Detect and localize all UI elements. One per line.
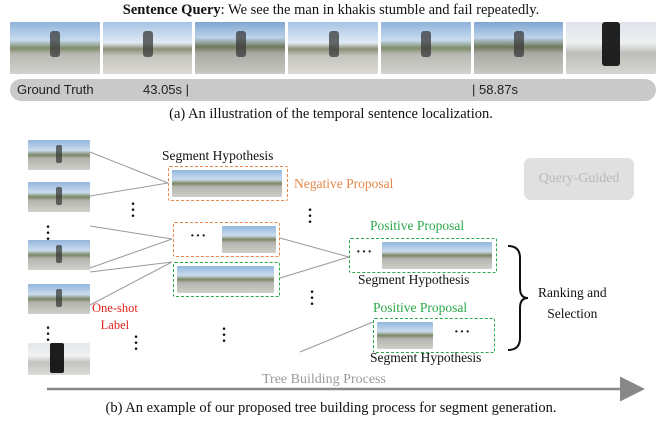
one-shot-label-line2: Label	[100, 318, 130, 332]
caption-a: (a) An illustration of the temporal sent…	[169, 106, 493, 122]
segment-frames	[177, 266, 274, 293]
segment-frames	[172, 170, 282, 197]
positive-proposal-label: Positive Proposal	[373, 300, 468, 315]
positive-proposal-box: ···	[373, 318, 495, 353]
frame-thumbnail	[28, 343, 90, 375]
frame-thumbnail	[28, 182, 90, 212]
vertical-ellipsis: ···	[309, 284, 315, 313]
positive-proposal-box: ···	[349, 238, 497, 273]
vertical-ellipsis: ···	[45, 219, 51, 248]
video-frame	[380, 22, 471, 74]
vertical-ellipsis: ···	[130, 196, 136, 225]
segment-hypothesis-label: Segment Hypothesis	[162, 148, 274, 163]
query-prefix: Sentence Query	[122, 2, 221, 18]
horizontal-ellipsis: ···	[356, 245, 374, 260]
one-shot-label-line1: One-shot	[92, 301, 138, 315]
negative-proposal-box: ···	[173, 222, 280, 257]
negative-proposal-box	[168, 166, 288, 201]
query-text: : We see the man in khakis stumble and f…	[220, 2, 540, 18]
segment-frames	[222, 226, 276, 253]
horizontal-ellipsis: ···	[454, 325, 472, 340]
ground-truth-label: Ground Truth	[17, 82, 94, 97]
video-frame	[566, 22, 657, 74]
segment-hypothesis-label: Segment Hypothesis	[370, 350, 482, 365]
frame-thumbnail	[28, 284, 90, 314]
positive-proposal-label: Positive Proposal	[370, 218, 465, 233]
video-frame	[195, 22, 286, 74]
tree-building-label: Tree Building Process	[262, 372, 386, 387]
ground-truth-end: | 58.87s	[472, 82, 519, 97]
segment-frames	[382, 242, 492, 269]
video-frame	[102, 22, 193, 74]
ranking-selection-line2: Selection	[547, 306, 598, 321]
sentence-query: Sentence Query: We see the man in khakis…	[0, 2, 662, 19]
ground-truth-start: 43.05s |	[143, 82, 190, 97]
horizontal-ellipsis: ···	[190, 229, 208, 244]
vertical-ellipsis: ···	[221, 321, 227, 350]
video-frame	[288, 22, 378, 74]
frame-thumbnail	[28, 240, 90, 270]
vertical-ellipsis: ···	[45, 320, 51, 349]
ranking-selection-line1: Ranking and	[538, 285, 607, 300]
positive-proposal-box	[173, 262, 280, 297]
ground-truth-bar: Ground Truth 43.05s | | 58.87s	[10, 79, 656, 101]
segment-frames	[377, 322, 433, 349]
vertical-ellipsis: ···	[307, 202, 313, 231]
segment-hypothesis-label: Segment Hypothesis	[358, 272, 470, 287]
caption-b: (b) An example of our proposed tree buil…	[105, 400, 557, 416]
video-frame	[473, 22, 564, 74]
negative-proposal-label: Negative Proposal	[294, 176, 394, 191]
query-guided-box: Query-Guided	[524, 158, 634, 200]
video-frame	[10, 22, 100, 74]
vertical-ellipsis: ···	[133, 329, 139, 358]
video-frame-strip	[10, 22, 657, 74]
frame-thumbnail	[28, 140, 90, 170]
